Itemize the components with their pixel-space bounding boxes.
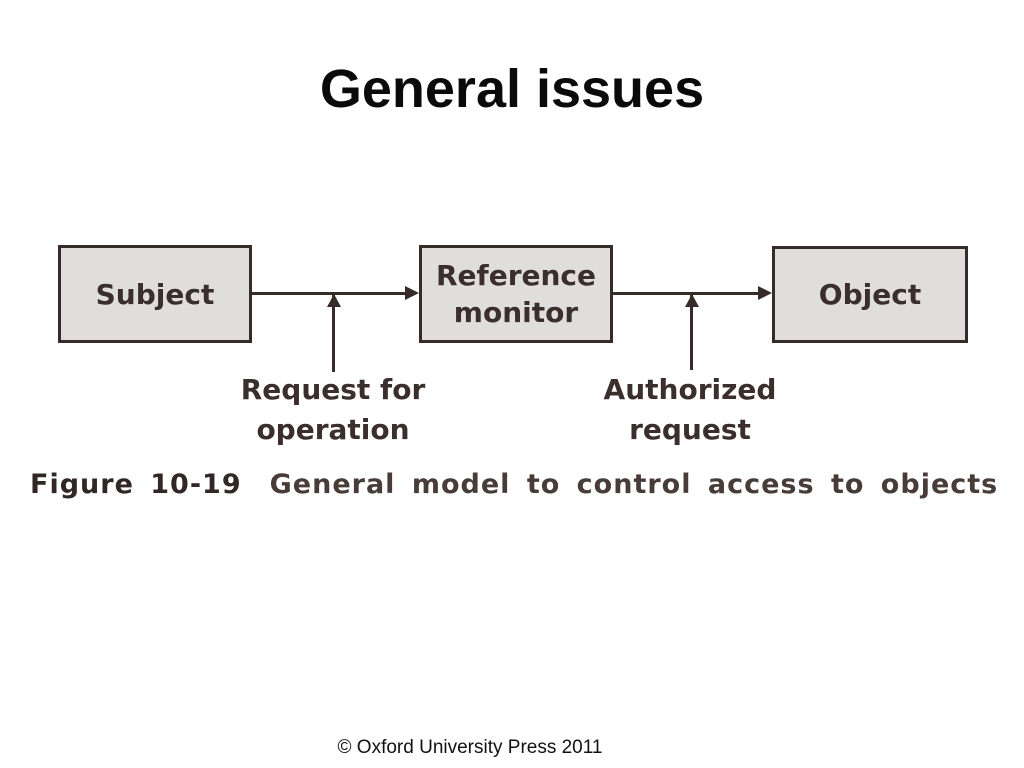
monitor-to-object-line xyxy=(613,292,759,295)
right-arrowhead-icon xyxy=(758,286,772,300)
right-arrowhead-icon xyxy=(405,286,419,300)
subject-box-label: Subject xyxy=(95,277,215,311)
up-arrowhead-icon xyxy=(685,294,699,307)
object-box-label: Object xyxy=(818,278,922,311)
reference-monitor-box-label: Reference monitor xyxy=(435,259,597,329)
subject-box: Subject xyxy=(58,245,252,343)
request-for-operation-line xyxy=(332,295,335,372)
object-box: Object xyxy=(772,246,968,343)
subject-to-monitor-line xyxy=(252,292,406,295)
figure-caption-text: General model to control access to objec… xyxy=(269,469,999,500)
reference-monitor-box: Reference monitor xyxy=(419,245,613,343)
authorized-request-line xyxy=(690,295,693,370)
authorized-request-label: Authorized request xyxy=(603,373,777,446)
figure-caption: Figure 10-19 General model to control acc… xyxy=(30,469,1010,500)
up-arrowhead-icon xyxy=(327,294,341,307)
slide-title: General issues xyxy=(319,59,705,119)
figure-number: Figure 10-19 xyxy=(30,469,242,500)
request-for-operation-label: Request for operation xyxy=(240,373,426,446)
copyright-footer: © Oxford University Press 2011 xyxy=(337,737,603,758)
